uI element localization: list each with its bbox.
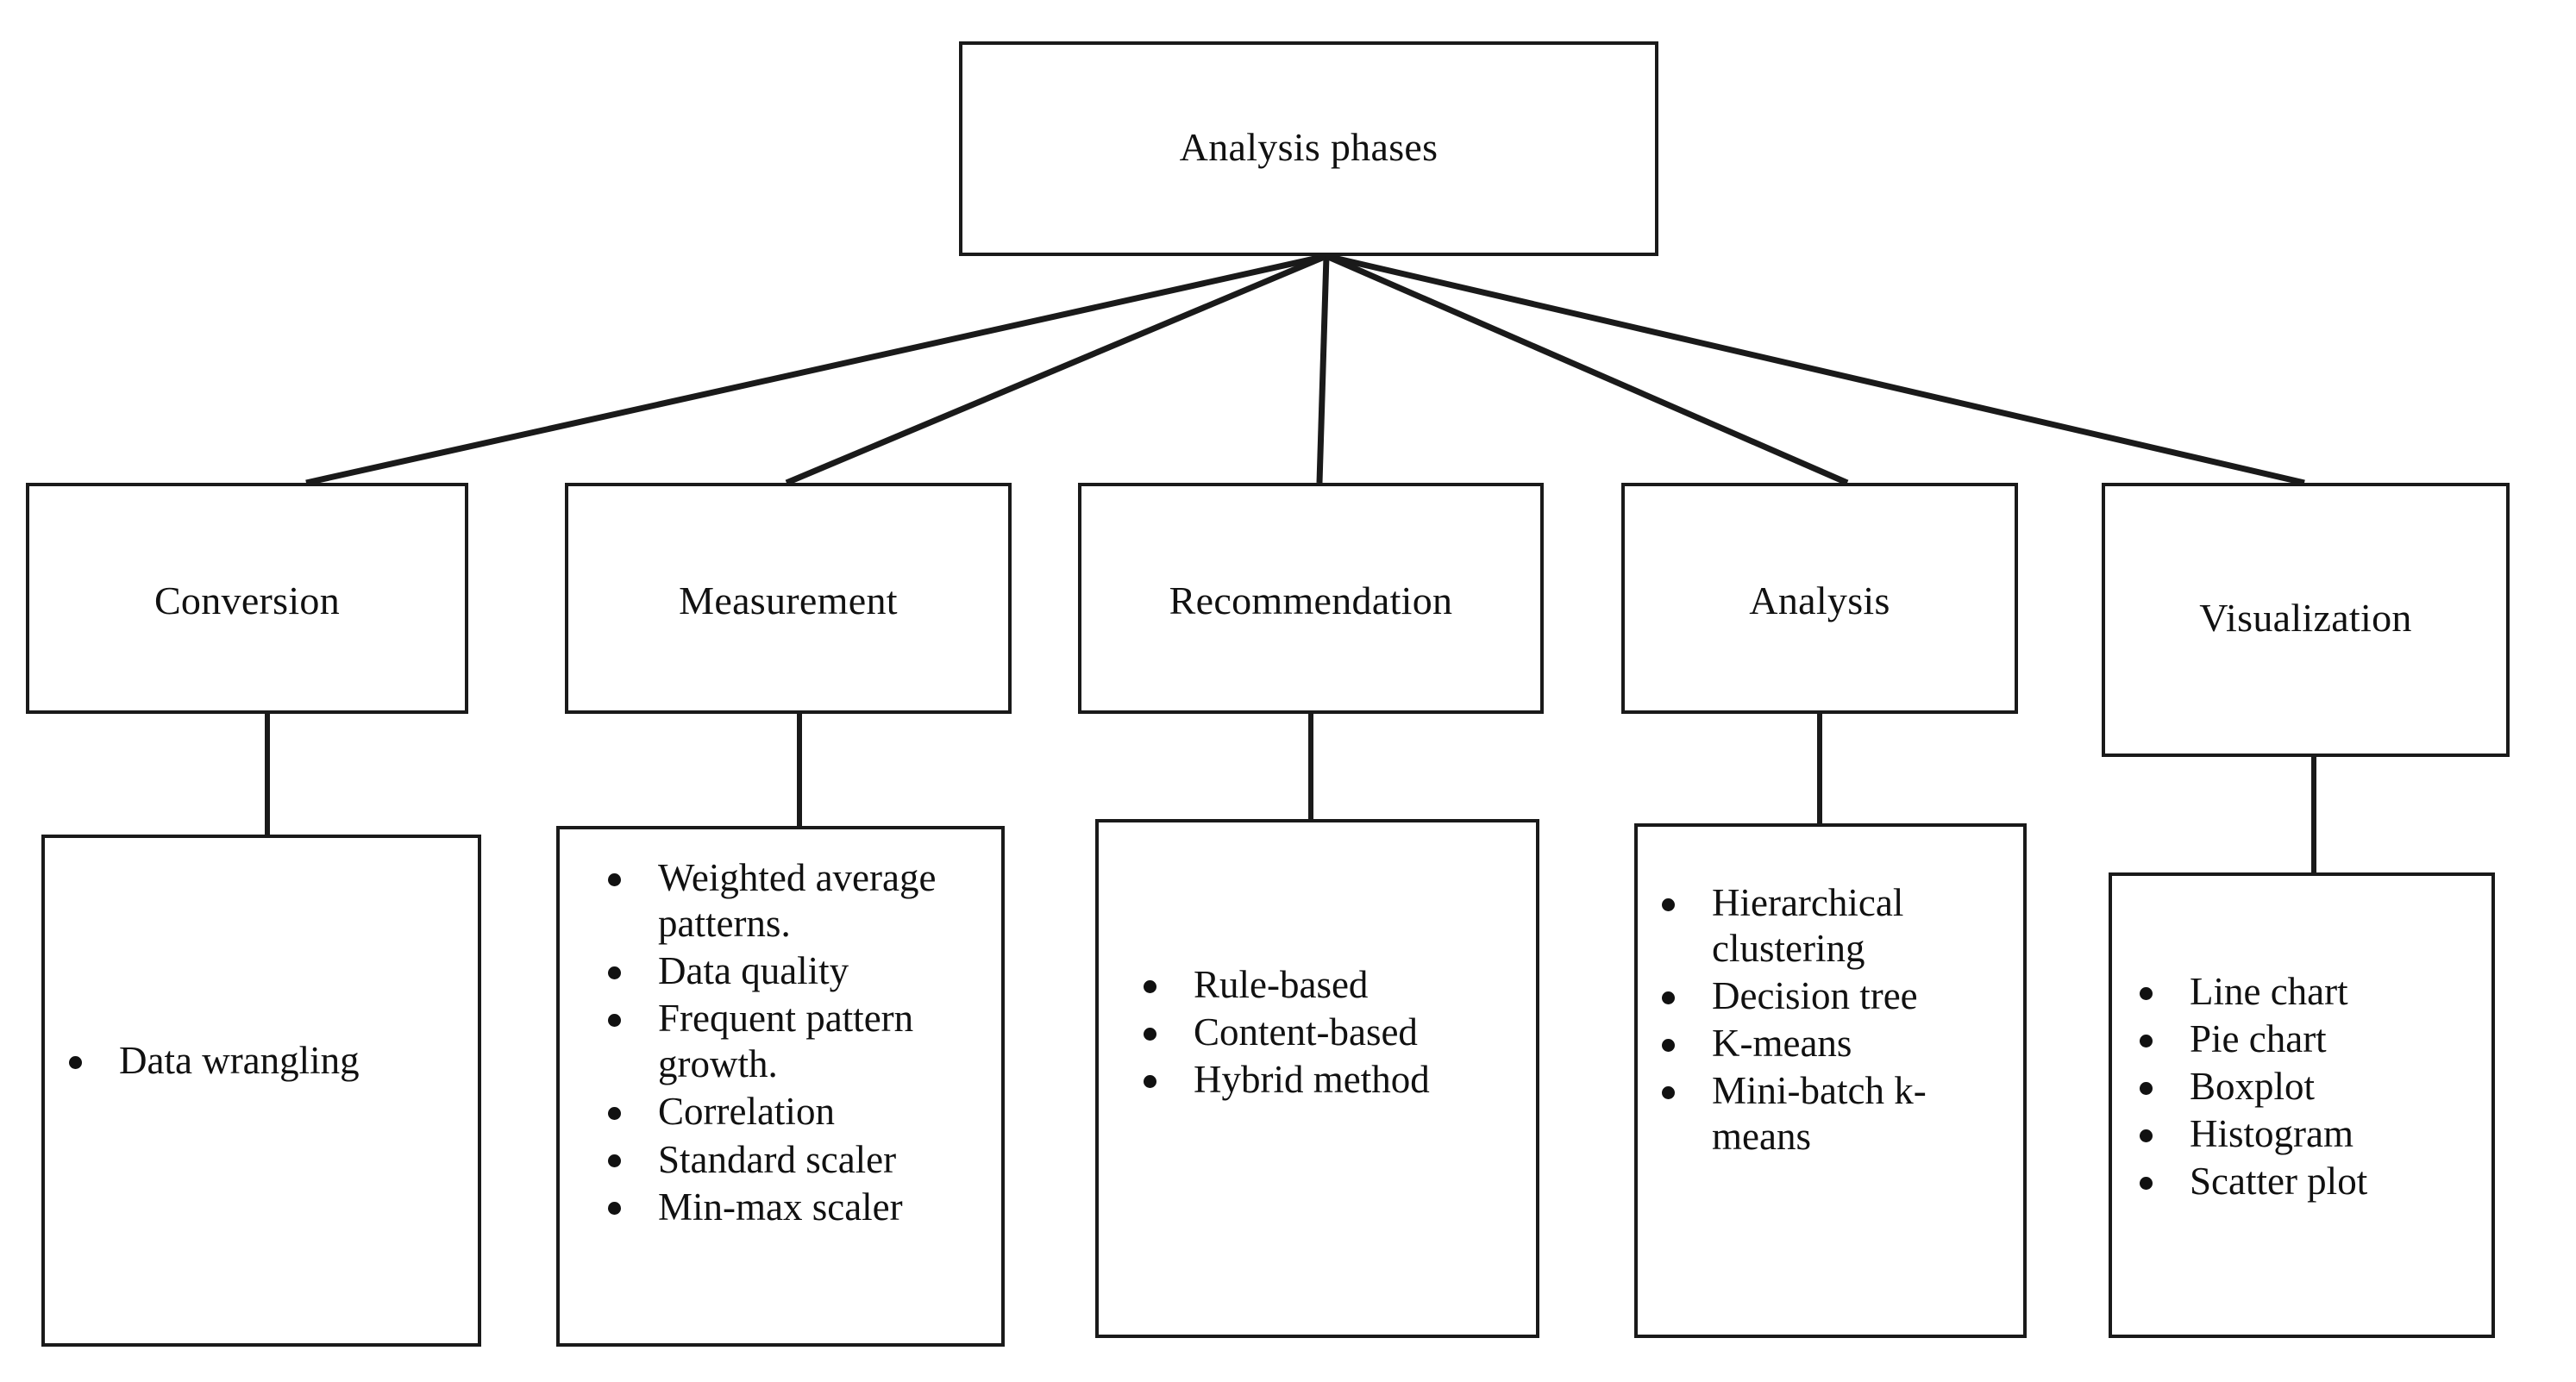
bullet-dot-icon [2140, 1129, 2153, 1142]
details-list-conversion: Data wrangling [57, 1038, 462, 1085]
node-details-measurement[interactable]: Weighted average patterns. Data quality … [556, 826, 1005, 1347]
bullet-dot-icon [608, 1013, 621, 1027]
list-item: Rule-based [1131, 962, 1520, 1008]
node-phase-measurement[interactable]: Measurement [565, 483, 1012, 714]
bullet-dot-icon [608, 1107, 621, 1121]
node-details-analysis[interactable]: Hierarchical clustering Decision tree K-… [1634, 823, 2027, 1338]
list-item-label: Line chart [2190, 970, 2348, 1013]
node-root-label: Analysis phases [1179, 125, 1438, 169]
bullet-dot-icon [1144, 1027, 1156, 1041]
bullet-dot-icon [2140, 1081, 2153, 1095]
bullet-dot-icon [608, 966, 621, 979]
bullet-dot-icon [1662, 897, 1675, 911]
bullet-dot-icon [1662, 1086, 1675, 1100]
details-list-visualization: Line chart Pie chart Boxplot Histogram S… [2128, 969, 2481, 1206]
list-item-label: Pie chart [2190, 1017, 2327, 1061]
node-phase-analysis[interactable]: Analysis [1621, 483, 2018, 714]
list-item: Hybrid method [1131, 1057, 1520, 1103]
list-item-label: Mini-batch k-means [1712, 1069, 1927, 1159]
list-item-label: Data quality [658, 949, 849, 993]
edge-root-to-measurement [785, 253, 1328, 486]
bullet-dot-icon [1144, 979, 1156, 993]
list-item: Decision tree [1650, 973, 2012, 1019]
bullet-dot-icon [608, 1202, 621, 1216]
list-item: Correlation [596, 1089, 1001, 1135]
list-item: Histogram [2128, 1111, 2481, 1157]
list-item-label: Boxplot [2190, 1065, 2316, 1109]
node-phase-recommendation[interactable]: Recommendation [1078, 483, 1544, 714]
list-item: Weighted average patterns. [596, 855, 1001, 947]
list-item-label: Content-based [1194, 1010, 1418, 1054]
bullet-dot-icon [608, 872, 621, 886]
edge-root-to-recommendation [1316, 255, 1330, 484]
node-details-recommendation[interactable]: Rule-based Content-based Hybrid method [1095, 819, 1539, 1338]
list-item: Mini-batch k-means [1650, 1068, 2012, 1160]
list-item: Hierarchical clustering [1650, 880, 2012, 972]
node-phase-recommendation-label: Recommendation [1169, 578, 1453, 622]
list-item: Scatter plot [2128, 1159, 2481, 1204]
node-root[interactable]: Analysis phases [959, 41, 1658, 256]
list-item: Boxplot [2128, 1064, 2481, 1110]
list-item-label: K-means [1712, 1022, 1852, 1066]
bullet-dot-icon [69, 1055, 82, 1069]
details-list-recommendation: Rule-based Content-based Hybrid method [1131, 962, 1520, 1104]
list-item-label: Standard scaler [658, 1137, 897, 1181]
list-item-label: Histogram [2190, 1112, 2353, 1156]
node-phase-visualization[interactable]: Visualization [2102, 483, 2510, 757]
list-item: Standard scaler [596, 1137, 1001, 1183]
list-item: Data wrangling [57, 1038, 462, 1084]
list-item: Min-max scaler [596, 1185, 1001, 1230]
details-list-analysis: Hierarchical clustering Decision tree K-… [1650, 880, 2012, 1162]
list-item-label: Min-max scaler [658, 1185, 903, 1229]
bullet-dot-icon [2140, 986, 2153, 1000]
list-item: K-means [1650, 1021, 2012, 1066]
list-item: Pie chart [2128, 1016, 2481, 1062]
bullet-dot-icon [2140, 1177, 2153, 1191]
node-phase-analysis-label: Analysis [1749, 578, 1890, 622]
list-item: Content-based [1131, 1010, 1520, 1055]
list-item-label: Scatter plot [2190, 1160, 2368, 1204]
edge-root-to-analysis [1325, 253, 1849, 486]
bullet-dot-icon [1662, 1038, 1675, 1052]
details-list-measurement: Weighted average patterns. Data quality … [596, 855, 1001, 1232]
list-item: Data quality [596, 948, 1001, 994]
edge-root-to-conversion [305, 253, 1327, 486]
list-item-label: Frequent pattern growth. [658, 997, 914, 1086]
node-details-conversion[interactable]: Data wrangling [41, 835, 481, 1347]
bullet-dot-icon [1662, 991, 1675, 1004]
node-details-visualization[interactable]: Line chart Pie chart Boxplot Histogram S… [2109, 872, 2495, 1338]
list-item-label: Rule-based [1194, 963, 1369, 1006]
bullet-dot-icon [2140, 1034, 2153, 1047]
bullet-dot-icon [608, 1154, 621, 1168]
node-phase-conversion-label: Conversion [154, 578, 341, 622]
list-item-label: Data wrangling [119, 1039, 360, 1082]
list-item-label: Hierarchical clustering [1712, 881, 1904, 971]
edge-root-to-visualization [1326, 253, 2305, 486]
bullet-dot-icon [1144, 1074, 1156, 1088]
list-item: Frequent pattern growth. [596, 996, 1001, 1087]
list-item-label: Decision tree [1712, 974, 1918, 1018]
node-phase-conversion[interactable]: Conversion [26, 483, 468, 714]
list-item: Line chart [2128, 969, 2481, 1015]
list-item-label: Hybrid method [1194, 1058, 1430, 1102]
list-item-label: Weighted average patterns. [658, 856, 937, 946]
node-phase-measurement-label: Measurement [679, 578, 898, 622]
node-phase-visualization-label: Visualization [2199, 596, 2412, 640]
list-item-label: Correlation [658, 1090, 835, 1134]
